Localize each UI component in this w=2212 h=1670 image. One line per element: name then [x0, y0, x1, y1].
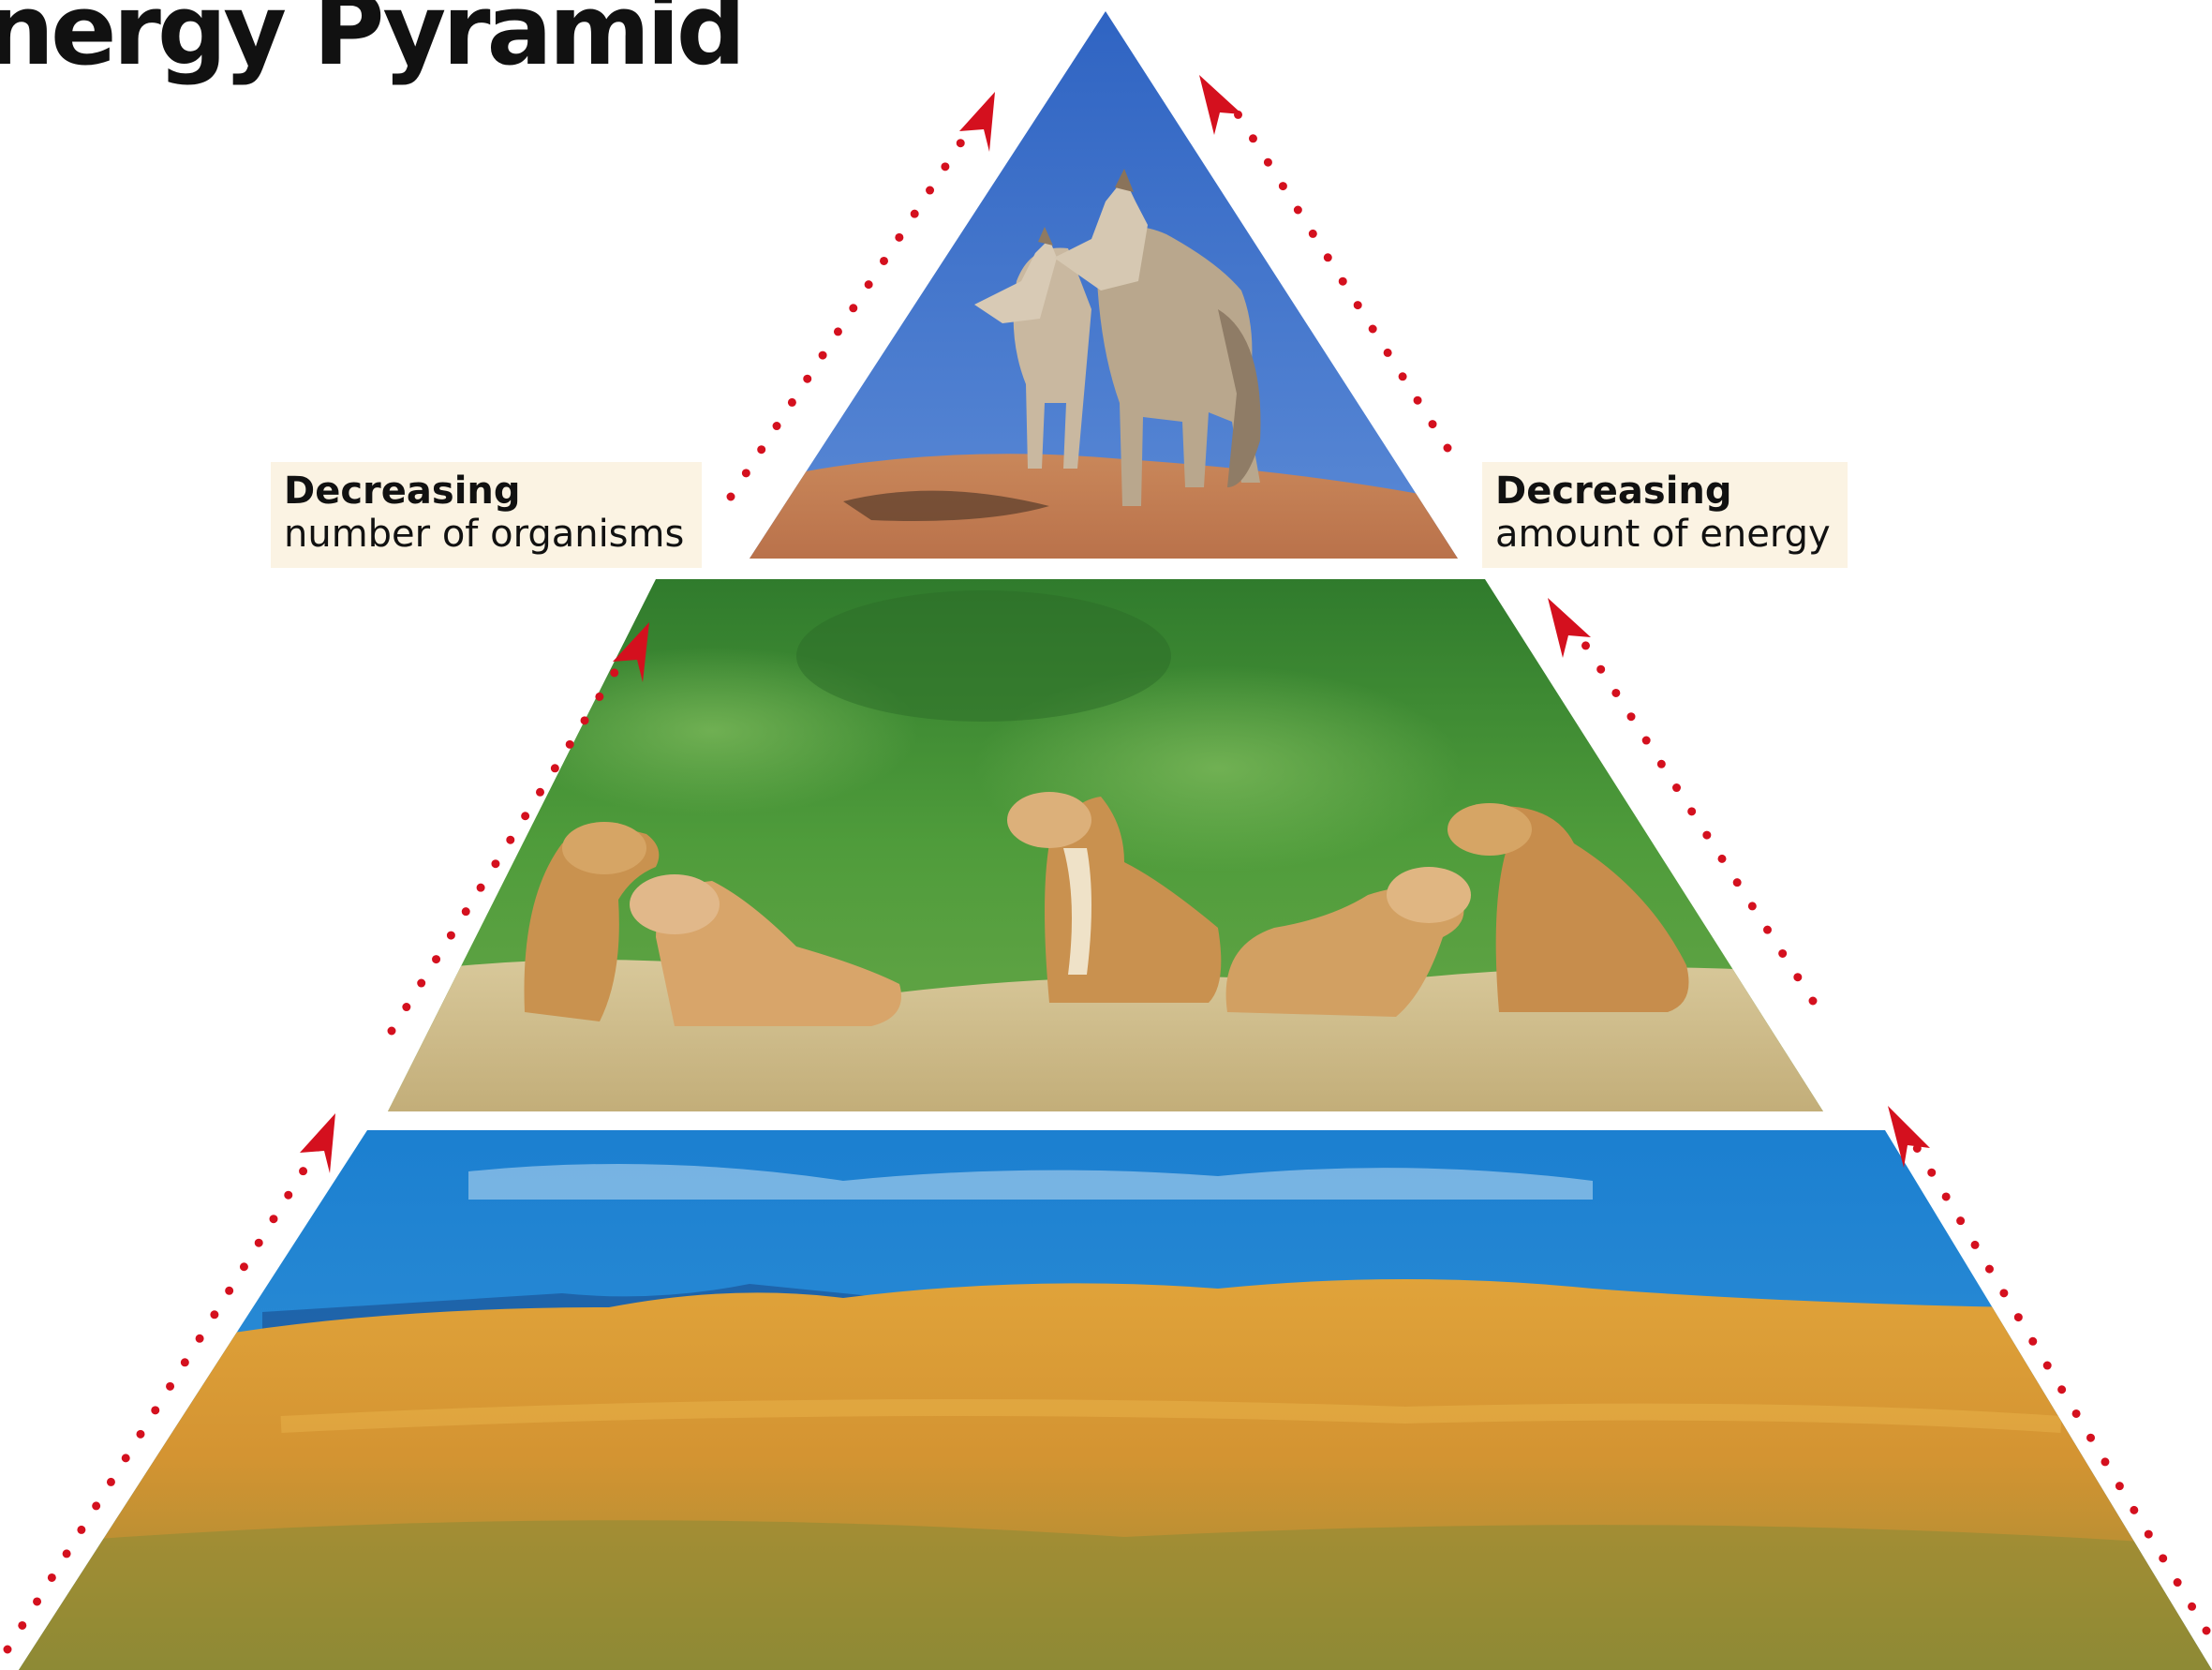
label-right-line2: amount of energy: [1495, 513, 1834, 556]
label-right-line1: Decreasing: [1495, 470, 1834, 513]
label-left-line2: number of organisms: [284, 513, 689, 556]
tier-separator: [367, 1111, 1885, 1130]
tier-top-wolves: [731, 0, 1480, 562]
arrowhead-icon: [300, 1113, 335, 1173]
arrowhead-icon: [1199, 75, 1242, 135]
label-decreasing-organisms: Decreasing number of organisms: [271, 462, 702, 568]
label-left-line1: Decreasing: [284, 470, 689, 513]
tier-separator: [656, 559, 1485, 579]
tier-bottom-grass: [0, 1125, 2212, 1670]
label-decreasing-energy: Decreasing amount of energy: [1482, 462, 1848, 568]
tier-middle-prairie-dogs: [384, 572, 1827, 1115]
